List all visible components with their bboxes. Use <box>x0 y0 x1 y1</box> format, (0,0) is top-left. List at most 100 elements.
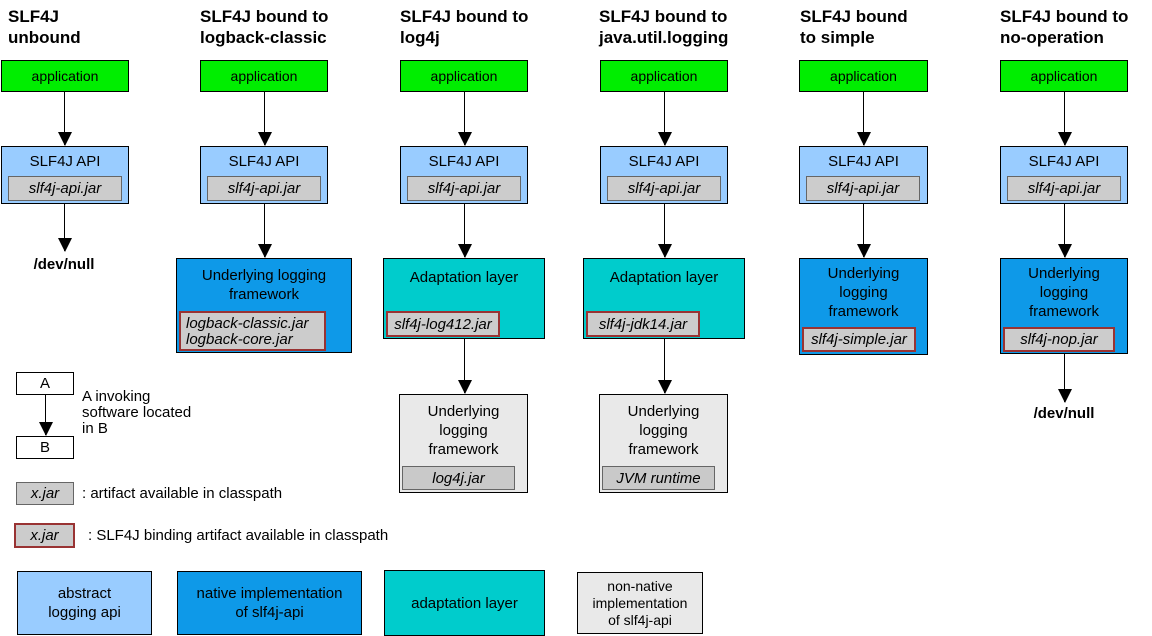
swatch-label-line: abstract <box>57 585 112 602</box>
slf4j-api-box: SLF4J API slf4j-api.jar <box>400 146 528 204</box>
nop-framework-box: Underlying logging framework slf4j-nop.j… <box>1000 258 1128 354</box>
legend-artifact-jar: x.jar <box>16 482 74 505</box>
devnull-label: /dev/null <box>33 256 95 273</box>
legend-text-line: in B <box>82 420 108 437</box>
api-label: SLF4J API <box>828 153 899 170</box>
api-jar-badge: slf4j-api.jar <box>207 176 321 201</box>
swatch-adaptation-layer: adaptation layer <box>384 570 545 636</box>
swatch-label-line: non-native <box>607 577 673 594</box>
arrow-down-icon <box>58 204 72 252</box>
swatch-native-implementation: native implementation of slf4j-api <box>177 571 362 635</box>
arrow-down-icon <box>857 204 871 258</box>
arrow-down-icon <box>1058 354 1072 403</box>
api-jar-badge: slf4j-api.jar <box>607 176 721 201</box>
application-box: application <box>400 60 528 92</box>
swatch-label-line: of slf4j-api <box>608 611 672 628</box>
application-box: application <box>200 60 328 92</box>
legend-node-a: A <box>16 372 74 395</box>
api-jar-badge: slf4j-api.jar <box>806 176 920 201</box>
framework-label: Underlying logging framework <box>400 395 527 466</box>
swatch-abstract-logging-api: abstract logging api <box>17 571 152 635</box>
title-line: SLF4J bound to <box>599 7 728 26</box>
jul-underlying-box: Underlying logging framework JVM runtime <box>599 394 728 493</box>
legend-text-line: software located <box>82 404 192 421</box>
legend-text-line: A invoking <box>82 388 151 405</box>
application-box: application <box>1 60 129 92</box>
arrow-down-icon <box>658 339 672 394</box>
arrow-down-icon <box>258 204 272 258</box>
log4j-underlying-box: Underlying logging framework log4j.jar <box>399 394 528 493</box>
framework-label-line: logging <box>439 422 488 439</box>
framework-label-line: Underlying <box>1028 265 1100 282</box>
slf4j-api-box: SLF4J API slf4j-api.jar <box>200 146 328 204</box>
column-title-simple: SLF4J bound to simple <box>800 6 908 48</box>
column-title-log4j: SLF4J bound to log4j <box>400 6 528 48</box>
arrow-down-icon <box>58 92 72 146</box>
logback-framework-box: Underlying logging framework logback-cla… <box>176 258 352 353</box>
legend-binding-text: : SLF4J binding artifact available in cl… <box>88 527 389 544</box>
column-title-nop: SLF4J bound to no-operation <box>1000 6 1128 48</box>
legend-invoke-text: A invoking software located in B <box>82 389 191 437</box>
arrow-down-icon <box>39 395 53 436</box>
title-line: unbound <box>8 28 81 47</box>
framework-label: Underlying logging framework <box>600 395 727 466</box>
framework-label-line: Underlying <box>827 265 900 282</box>
column-title-unbound: SLF4J unbound <box>8 6 81 48</box>
title-line: log4j <box>400 28 440 47</box>
arrow-down-icon <box>1058 204 1072 258</box>
arrow-down-icon <box>658 204 672 258</box>
devnull-label: /dev/null <box>1033 405 1095 422</box>
legend-artifact-text: : artifact available in classpath <box>82 485 283 502</box>
slf4j-api-box: SLF4J API slf4j-api.jar <box>799 146 928 204</box>
binding-jar-badge: slf4j-nop.jar <box>1003 327 1115 352</box>
framework-label-line: framework <box>228 286 299 303</box>
jar-name: logback-core.jar <box>186 331 293 348</box>
slf4j-api-box: SLF4J API slf4j-api.jar <box>1 146 129 204</box>
api-label: SLF4J API <box>1028 153 1100 170</box>
title-line: logback-classic <box>200 28 327 47</box>
framework-label-line: framework <box>628 441 699 458</box>
api-label: SLF4J API <box>428 153 500 170</box>
jar-name: logback-classic.jar <box>186 315 309 332</box>
title-line: SLF4J bound <box>800 7 908 26</box>
framework-label-line: Underlying <box>627 403 700 420</box>
swatch-label-line: logging api <box>48 604 121 621</box>
title-line: SLF4J bound to <box>200 7 329 26</box>
column-title-logback: SLF4J bound to logback-classic <box>200 6 328 48</box>
application-box: application <box>600 60 728 92</box>
slf4j-api-box: SLF4J API slf4j-api.jar <box>1000 146 1128 204</box>
arrow-down-icon <box>258 92 272 146</box>
framework-label-line: framework <box>1028 303 1099 320</box>
application-box: application <box>1000 60 1128 92</box>
legend-node-b: B <box>16 436 74 459</box>
framework-label-line: Underlying logging <box>201 267 327 284</box>
adaptation-label: Adaptation layer <box>609 269 719 286</box>
simple-framework-box: Underlying logging framework slf4j-simpl… <box>799 258 928 355</box>
swatch-label-line: implementation <box>592 594 688 611</box>
adaptation-label: Adaptation layer <box>409 269 519 286</box>
framework-label-line: logging <box>639 422 688 439</box>
api-label: SLF4J API <box>228 153 300 170</box>
title-line: to simple <box>800 28 875 47</box>
title-line: SLF4J bound to <box>1000 7 1129 26</box>
title-line: SLF4J bound to <box>400 7 529 26</box>
framework-label-line: logging <box>1039 284 1089 301</box>
arrow-down-icon <box>857 92 871 146</box>
swatch-label-line: adaptation layer <box>411 594 518 612</box>
log4j-adaptation-box: Adaptation layer slf4j-log412.jar <box>383 258 545 339</box>
title-line: SLF4J <box>8 7 60 26</box>
api-label: SLF4J API <box>628 153 700 170</box>
binding-jar-badge: logback-classic.jar logback-core.jar <box>179 311 326 351</box>
legend-binding-jar: x.jar <box>14 523 75 548</box>
framework-label-line: framework <box>428 441 499 458</box>
binding-jar-badge: slf4j-simple.jar <box>802 327 916 352</box>
swatch-label-line: of slf4j-api <box>235 604 304 621</box>
api-jar-badge: slf4j-api.jar <box>407 176 521 201</box>
jar-badge: JVM runtime <box>602 466 715 490</box>
application-box: application <box>799 60 928 92</box>
framework-label-line: Underlying <box>427 403 500 420</box>
api-label: SLF4J API <box>29 153 101 170</box>
binding-jar-badge: slf4j-jdk14.jar <box>586 311 700 337</box>
framework-label: Underlying logging framework <box>800 259 927 327</box>
